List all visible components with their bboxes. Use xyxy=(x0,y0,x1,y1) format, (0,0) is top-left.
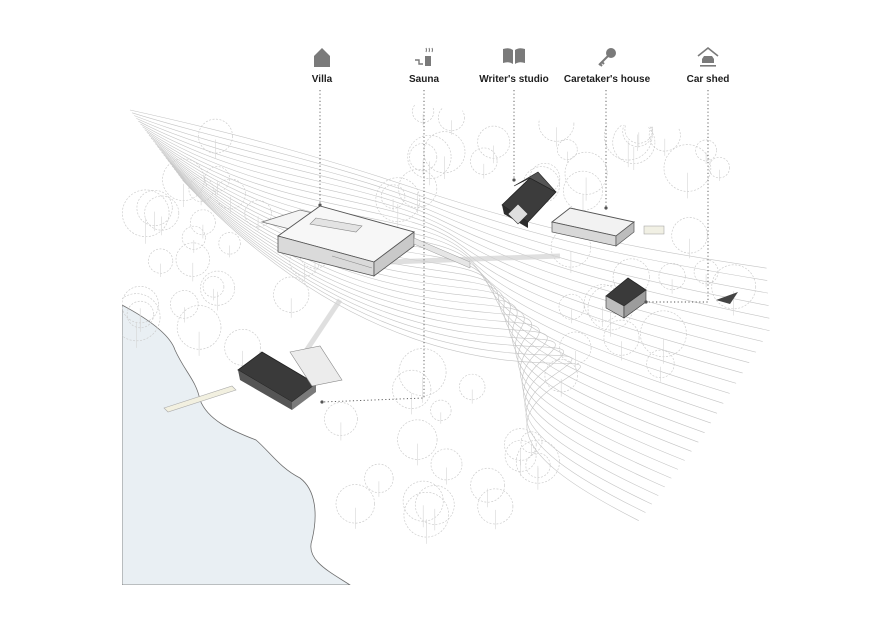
house-icon xyxy=(314,48,330,67)
tree xyxy=(198,118,233,154)
tree-canopy xyxy=(122,100,757,544)
tree xyxy=(459,373,486,401)
tree xyxy=(648,119,681,152)
contour-line xyxy=(180,176,770,573)
tree xyxy=(470,467,505,503)
contour-line xyxy=(144,129,770,359)
contour-line xyxy=(129,109,770,271)
open-book-icon xyxy=(503,48,525,64)
contour-line xyxy=(150,137,770,397)
contour-line xyxy=(136,118,770,309)
tree xyxy=(504,440,537,472)
tree xyxy=(397,419,438,460)
car-shed-building xyxy=(605,277,647,319)
tree xyxy=(126,300,155,329)
tree xyxy=(708,156,730,179)
tree xyxy=(402,480,444,522)
contour-line xyxy=(173,168,770,535)
caretakers-house-building xyxy=(550,207,665,247)
tree xyxy=(515,439,560,484)
contour-line xyxy=(182,179,770,585)
contour-line xyxy=(142,126,770,346)
tree xyxy=(244,199,272,228)
label-car-shed: Car shed xyxy=(686,74,730,85)
tree xyxy=(403,491,450,538)
contour-line xyxy=(171,165,770,523)
label-sauna: Sauna xyxy=(408,74,440,85)
tree xyxy=(407,134,452,180)
contour-line xyxy=(134,115,770,296)
tree xyxy=(711,264,757,310)
tree xyxy=(430,448,463,481)
villa-building xyxy=(260,205,471,277)
contour-line xyxy=(146,132,770,372)
tree xyxy=(218,232,241,255)
tree xyxy=(470,147,498,175)
contour-line xyxy=(167,160,770,498)
tree xyxy=(671,217,708,254)
contour-line xyxy=(175,171,770,548)
direction-arrow-icon xyxy=(716,292,738,304)
tree xyxy=(477,488,514,525)
contour-line xyxy=(178,174,770,561)
label-caretakers-house: Caretaker's house xyxy=(563,74,651,85)
tree xyxy=(215,178,246,210)
tree xyxy=(558,293,585,320)
tree xyxy=(414,485,455,525)
tree xyxy=(430,399,452,422)
contour-line xyxy=(163,154,770,472)
tree xyxy=(273,276,310,313)
leader-lines xyxy=(319,90,709,403)
tree xyxy=(563,170,603,211)
tree xyxy=(603,319,640,356)
sauna-steam-icon xyxy=(415,47,433,66)
sauna-building xyxy=(163,345,343,413)
tree xyxy=(200,270,236,306)
tree xyxy=(658,262,686,291)
contour-line xyxy=(138,120,770,321)
contour-line xyxy=(169,162,770,510)
tree xyxy=(144,195,180,231)
tree xyxy=(520,431,543,454)
lake-water xyxy=(122,304,352,585)
terrain-layer xyxy=(122,100,770,585)
tree xyxy=(695,139,717,162)
tree xyxy=(375,177,421,223)
tree xyxy=(335,484,375,524)
contour-line xyxy=(157,146,770,435)
leader-endpoints xyxy=(318,178,648,404)
tree xyxy=(202,276,225,298)
tree xyxy=(136,189,173,227)
label-villa: Villa xyxy=(311,74,333,85)
contour-line xyxy=(132,112,770,283)
car-garage-icon xyxy=(697,46,719,67)
key-icon xyxy=(598,48,616,67)
tree xyxy=(176,305,222,350)
tree xyxy=(190,209,216,236)
contour-line xyxy=(159,148,770,447)
label-writers-studio: Writer's studio xyxy=(479,74,549,85)
writers-studio-building xyxy=(501,171,557,228)
